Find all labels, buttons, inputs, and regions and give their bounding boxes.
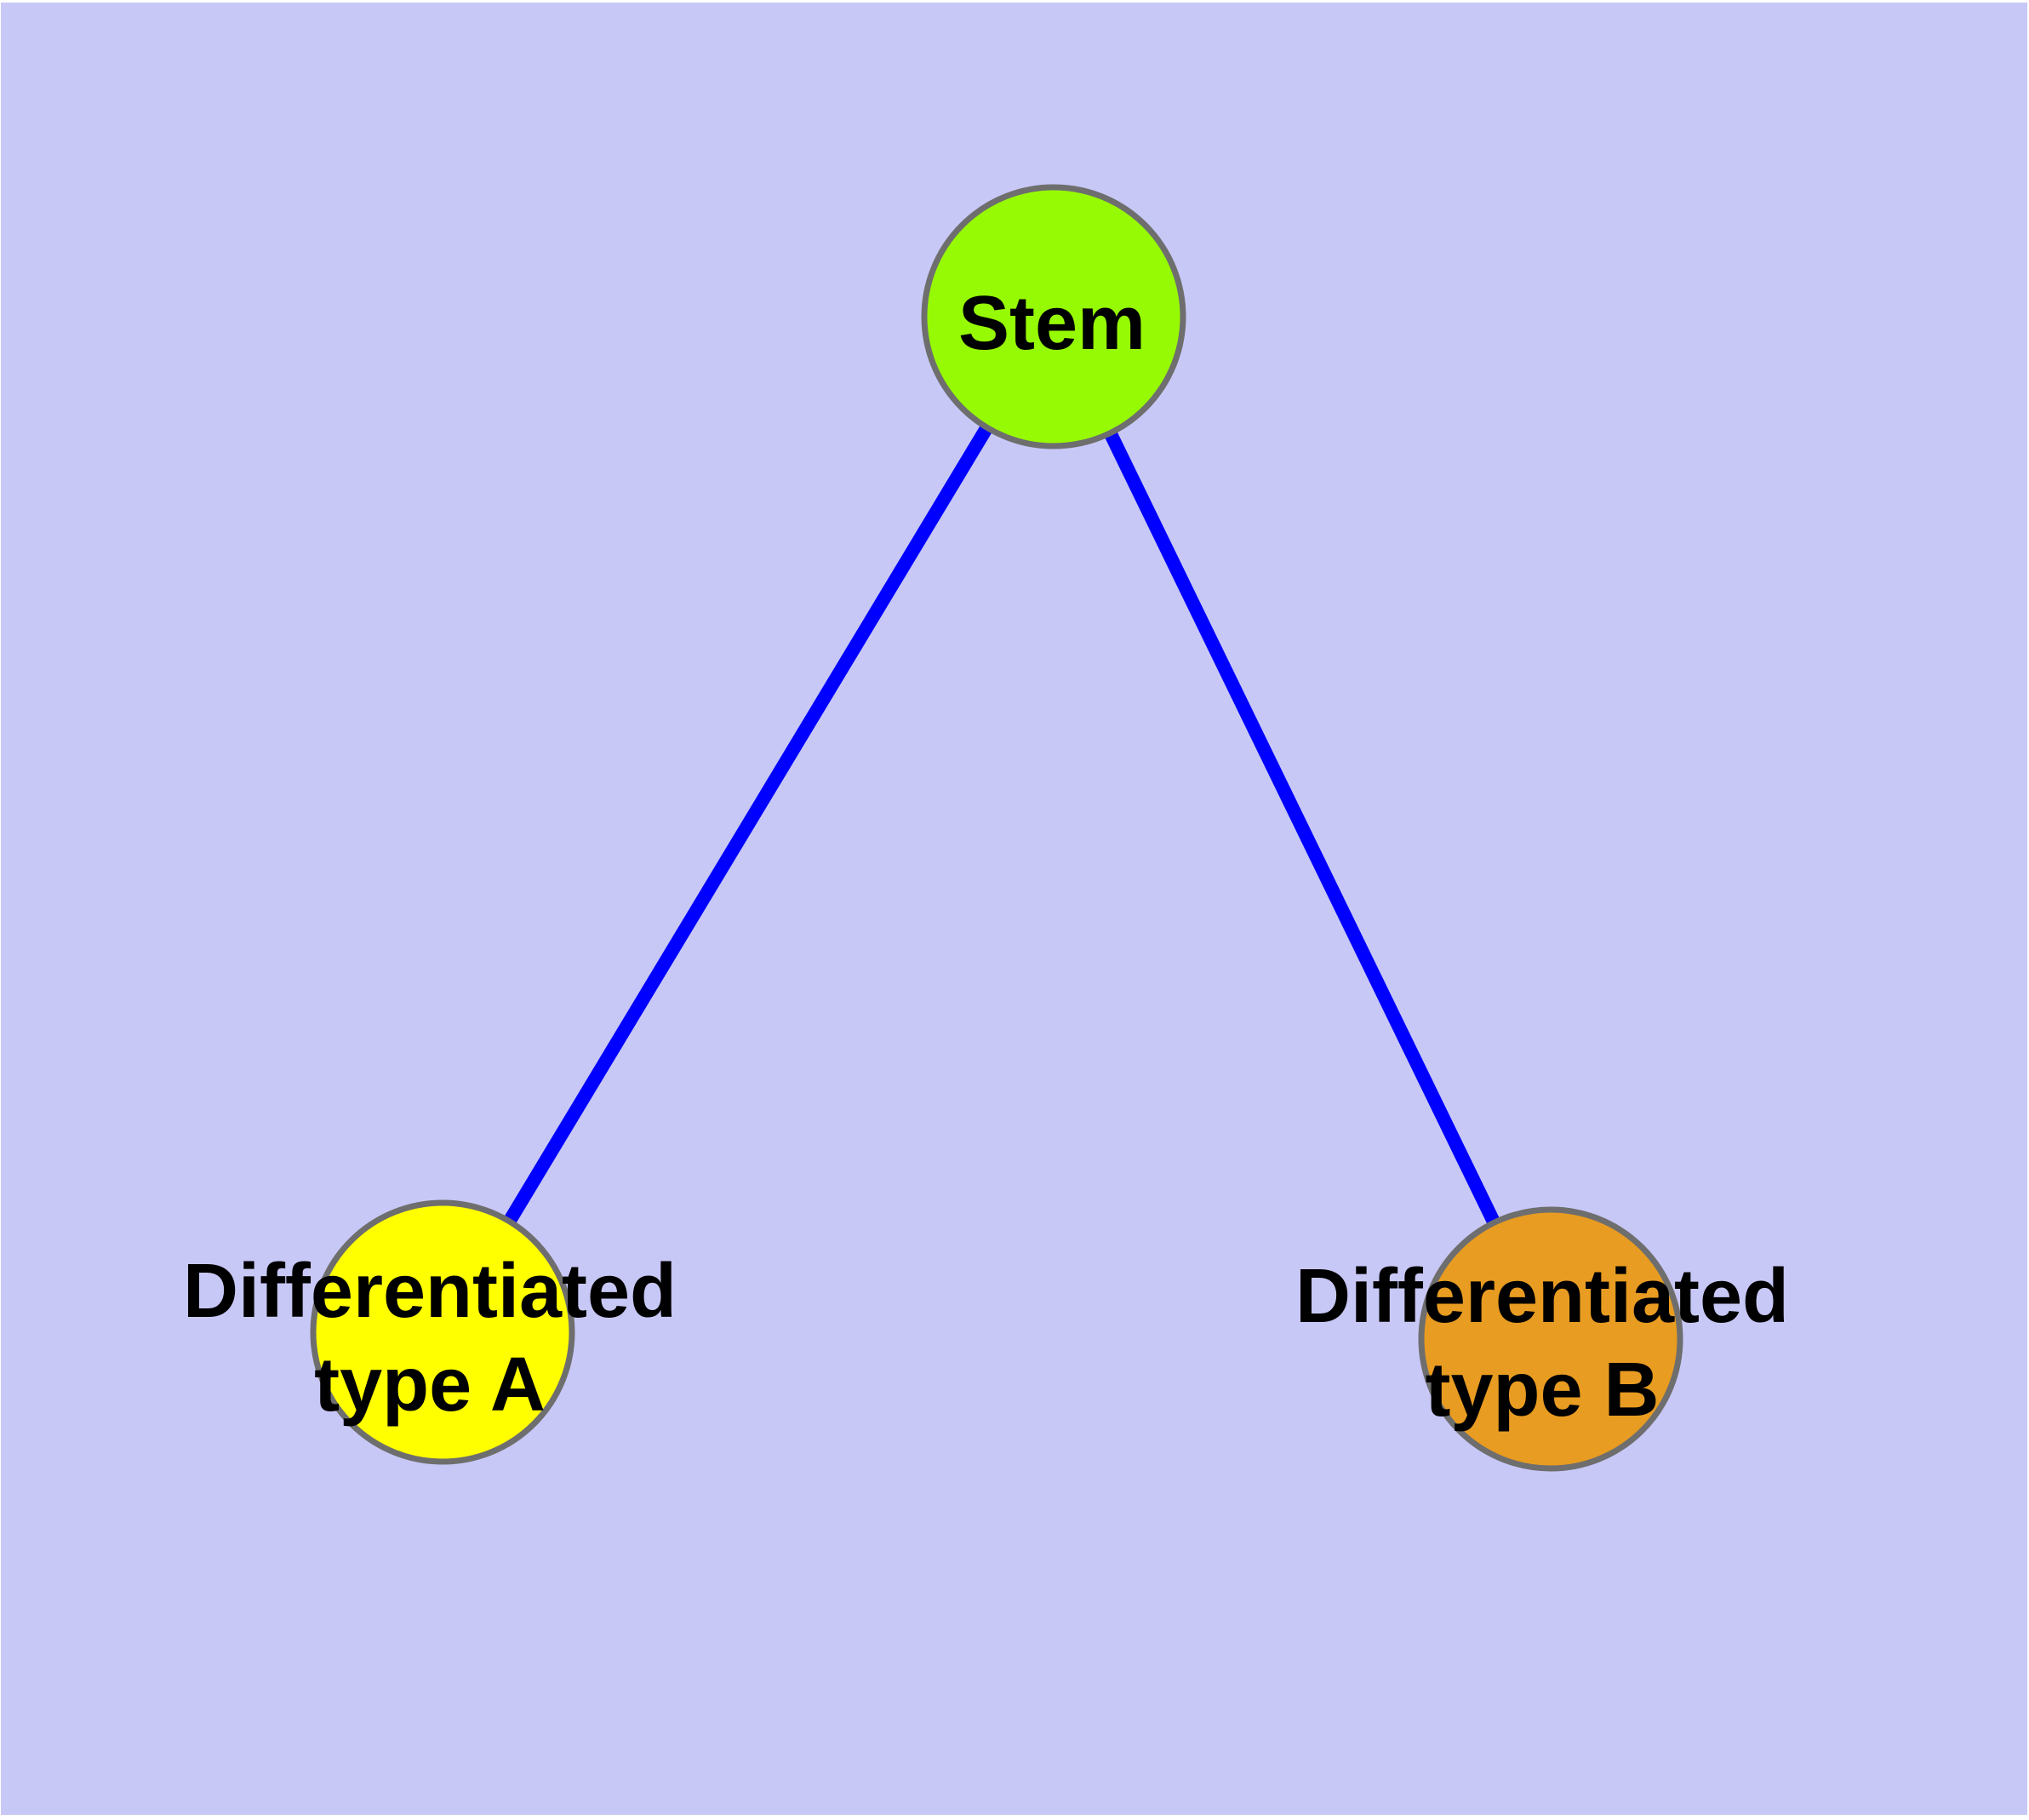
node-differentiated-type-b: Differentiated type B	[1295, 1206, 1789, 1472]
node-type-a-label-line1: Differentiated	[183, 1249, 677, 1334]
node-stem: Stem	[921, 184, 1186, 449]
node-type-b-circle	[1418, 1206, 1683, 1472]
edge-stem-to-type-b	[1047, 313, 1557, 1342]
node-differentiated-type-a: Differentiated type A	[183, 1199, 677, 1465]
edge-stem-to-type-a	[437, 312, 1060, 1336]
node-type-a-label-line2: type A	[314, 1342, 546, 1428]
edges	[437, 312, 1557, 1342]
node-stem-circle	[921, 184, 1186, 449]
node-type-a-circle	[310, 1199, 575, 1465]
node-type-b-label-line1: Differentiated	[1295, 1254, 1789, 1339]
node-stem-label: Stem	[958, 281, 1146, 366]
node-type-b-label-line2: type B	[1425, 1348, 1659, 1433]
